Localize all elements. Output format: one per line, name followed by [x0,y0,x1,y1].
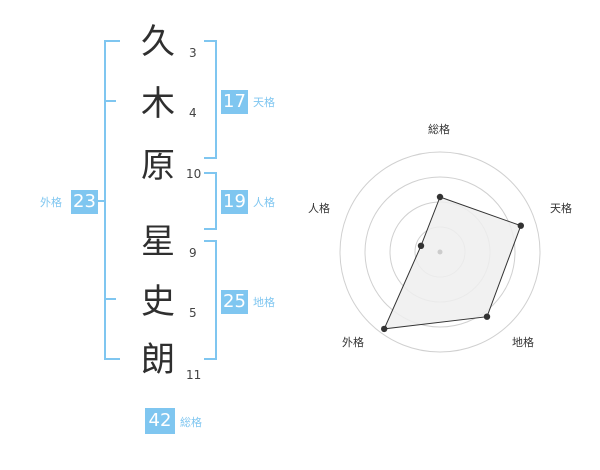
tenkaku-bracket-vertical [215,40,217,159]
radar-point-2 [483,313,491,320]
tenkaku-bracket-bottom [204,157,217,159]
stroke-count-5: 5 [189,306,197,320]
gaikaku-bracket-bottom [104,358,120,360]
stroke-count-1: 3 [189,46,197,60]
stroke-count-3: 10 [186,167,202,181]
radar-point-4 [417,242,425,249]
chikaku-label: 地格 [253,296,275,309]
chikaku-bracket-vertical [215,240,217,360]
chikaku-bracket-top [204,240,217,242]
tenkaku-badge: 17 [221,90,248,114]
radar-axis-label-tenkaku: 天格 [550,202,572,215]
surname-char-3: 原 [141,146,175,186]
stroke-count-4: 9 [189,246,197,260]
tenkaku-label: 天格 [253,96,275,109]
given-char-3: 朗 [141,340,175,380]
gaikaku-connector [98,200,106,202]
radar-center-dot [437,249,443,255]
radar-point-0 [436,193,444,201]
stroke-count-2: 4 [189,106,197,120]
given-char-2: 史 [141,282,175,322]
radar-point-1 [517,222,524,229]
soukaku-badge: 42 [145,408,175,434]
surname-char-2: 木 [141,84,175,124]
jinkaku-bracket-vertical [215,172,217,230]
jinkaku-badge: 19 [221,190,248,214]
radar-axis-label-jinkaku: 人格 [308,202,330,215]
radar-axis-label-chikaku: 地格 [512,336,534,349]
jinkaku-bracket-bottom [204,228,217,230]
chikaku-bracket-bottom [204,358,217,360]
radar-plot [381,193,524,333]
radar-point-3 [381,325,388,333]
radar-series-polygon [383,196,522,330]
tenkaku-bracket-top [204,40,217,42]
surname-char-1: 久 [141,22,175,62]
radar-axis-label-soukaku: 総格 [428,123,450,136]
gaikaku-label: 外格 [40,196,62,209]
radar-axis-label-gaikaku: 外格 [342,336,364,349]
given-char-1: 星 [141,222,175,262]
gaikaku-bracket-tick-1 [104,100,116,102]
soukaku-label: 総格 [180,416,202,429]
stroke-count-6: 11 [186,368,202,382]
chikaku-badge: 25 [221,290,248,314]
gaikaku-badge: 23 [71,190,98,214]
gaikaku-bracket-top [104,40,120,42]
jinkaku-label: 人格 [253,196,275,209]
gaikaku-bracket-tick-2 [104,298,116,300]
jinkaku-bracket-top [204,172,217,174]
